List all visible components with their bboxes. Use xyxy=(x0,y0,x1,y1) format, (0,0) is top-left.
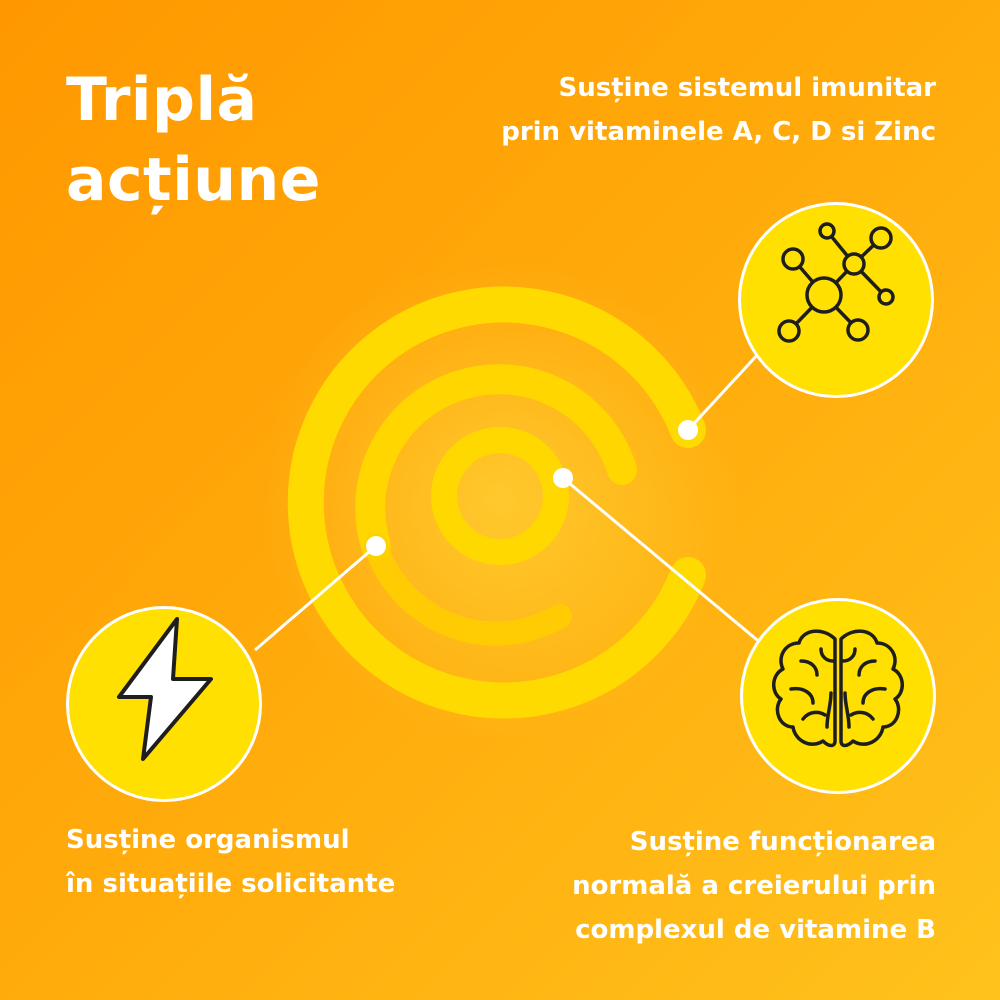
connector-dot-immune xyxy=(678,420,698,440)
brain-caption-line-2: normală a creierului prin xyxy=(572,871,936,901)
connector-dot-energy xyxy=(366,536,386,556)
title-line-1: Triplă xyxy=(66,65,258,135)
spiral-outer-arc xyxy=(287,286,706,719)
connector-line-energy xyxy=(254,544,377,652)
connector-line-brain xyxy=(562,476,763,646)
brain-icon xyxy=(772,629,904,748)
lightning-icon xyxy=(117,617,213,761)
immune-caption-line-1: Susține sistemul imunitar xyxy=(558,73,936,103)
spiral-inner-ring xyxy=(431,427,569,565)
spiral-glow xyxy=(260,260,740,740)
immune-caption: Susține sistemul imunitar prin vitaminel… xyxy=(501,66,936,154)
brain-badge xyxy=(740,598,936,794)
immune-caption-line-2: prin vitaminele A, C, D si Zinc xyxy=(501,117,936,147)
spiral-middle-tail xyxy=(364,534,572,646)
immune-badge xyxy=(738,202,934,398)
connector-line-immune xyxy=(686,350,762,432)
energy-badge xyxy=(66,606,262,802)
molecule-icon xyxy=(777,222,895,343)
brain-caption-line-3: complexul de vitamine B xyxy=(575,915,936,945)
spiral-middle-arc xyxy=(355,364,637,561)
brain-caption-line-1: Susține funcționarea xyxy=(629,827,936,857)
brain-caption: Susține funcționarea normală a creierulu… xyxy=(572,820,936,952)
energy-caption: Susține organismul în situațiile solicit… xyxy=(66,818,395,906)
energy-caption-line-1: Susține organismul xyxy=(66,825,350,855)
title-line-2: acțiune xyxy=(66,145,321,215)
energy-caption-line-2: în situațiile solicitante xyxy=(66,869,396,899)
page-title: Triplă acțiune xyxy=(66,60,321,220)
connector-dot-brain xyxy=(553,468,573,488)
